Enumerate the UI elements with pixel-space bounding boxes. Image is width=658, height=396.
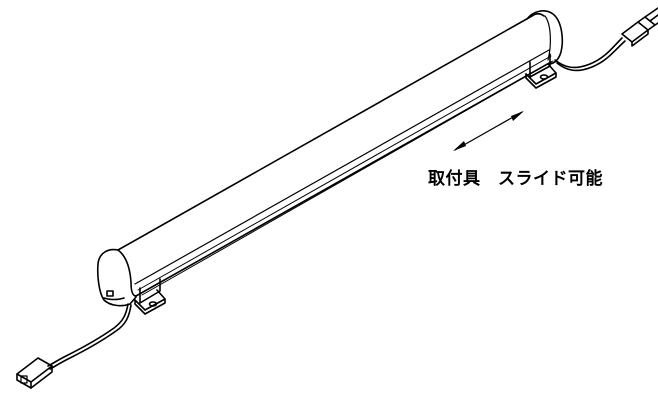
right-cable [554,37,626,72]
right-connector [621,7,658,47]
arrowhead-lower-left-icon [453,141,466,151]
right-mounting-bracket [525,53,557,89]
left-end-cap [96,248,137,307]
slide-direction-arrow [454,111,523,151]
left-connector [16,357,53,389]
arrowhead-upper-right-icon [511,111,524,121]
left-mounting-bracket [134,278,166,315]
right-end-cap [526,10,564,65]
slide-annotation-label: 取付具 スライド可能 [428,169,603,189]
tube-body [117,15,554,297]
left-cable [47,303,132,370]
